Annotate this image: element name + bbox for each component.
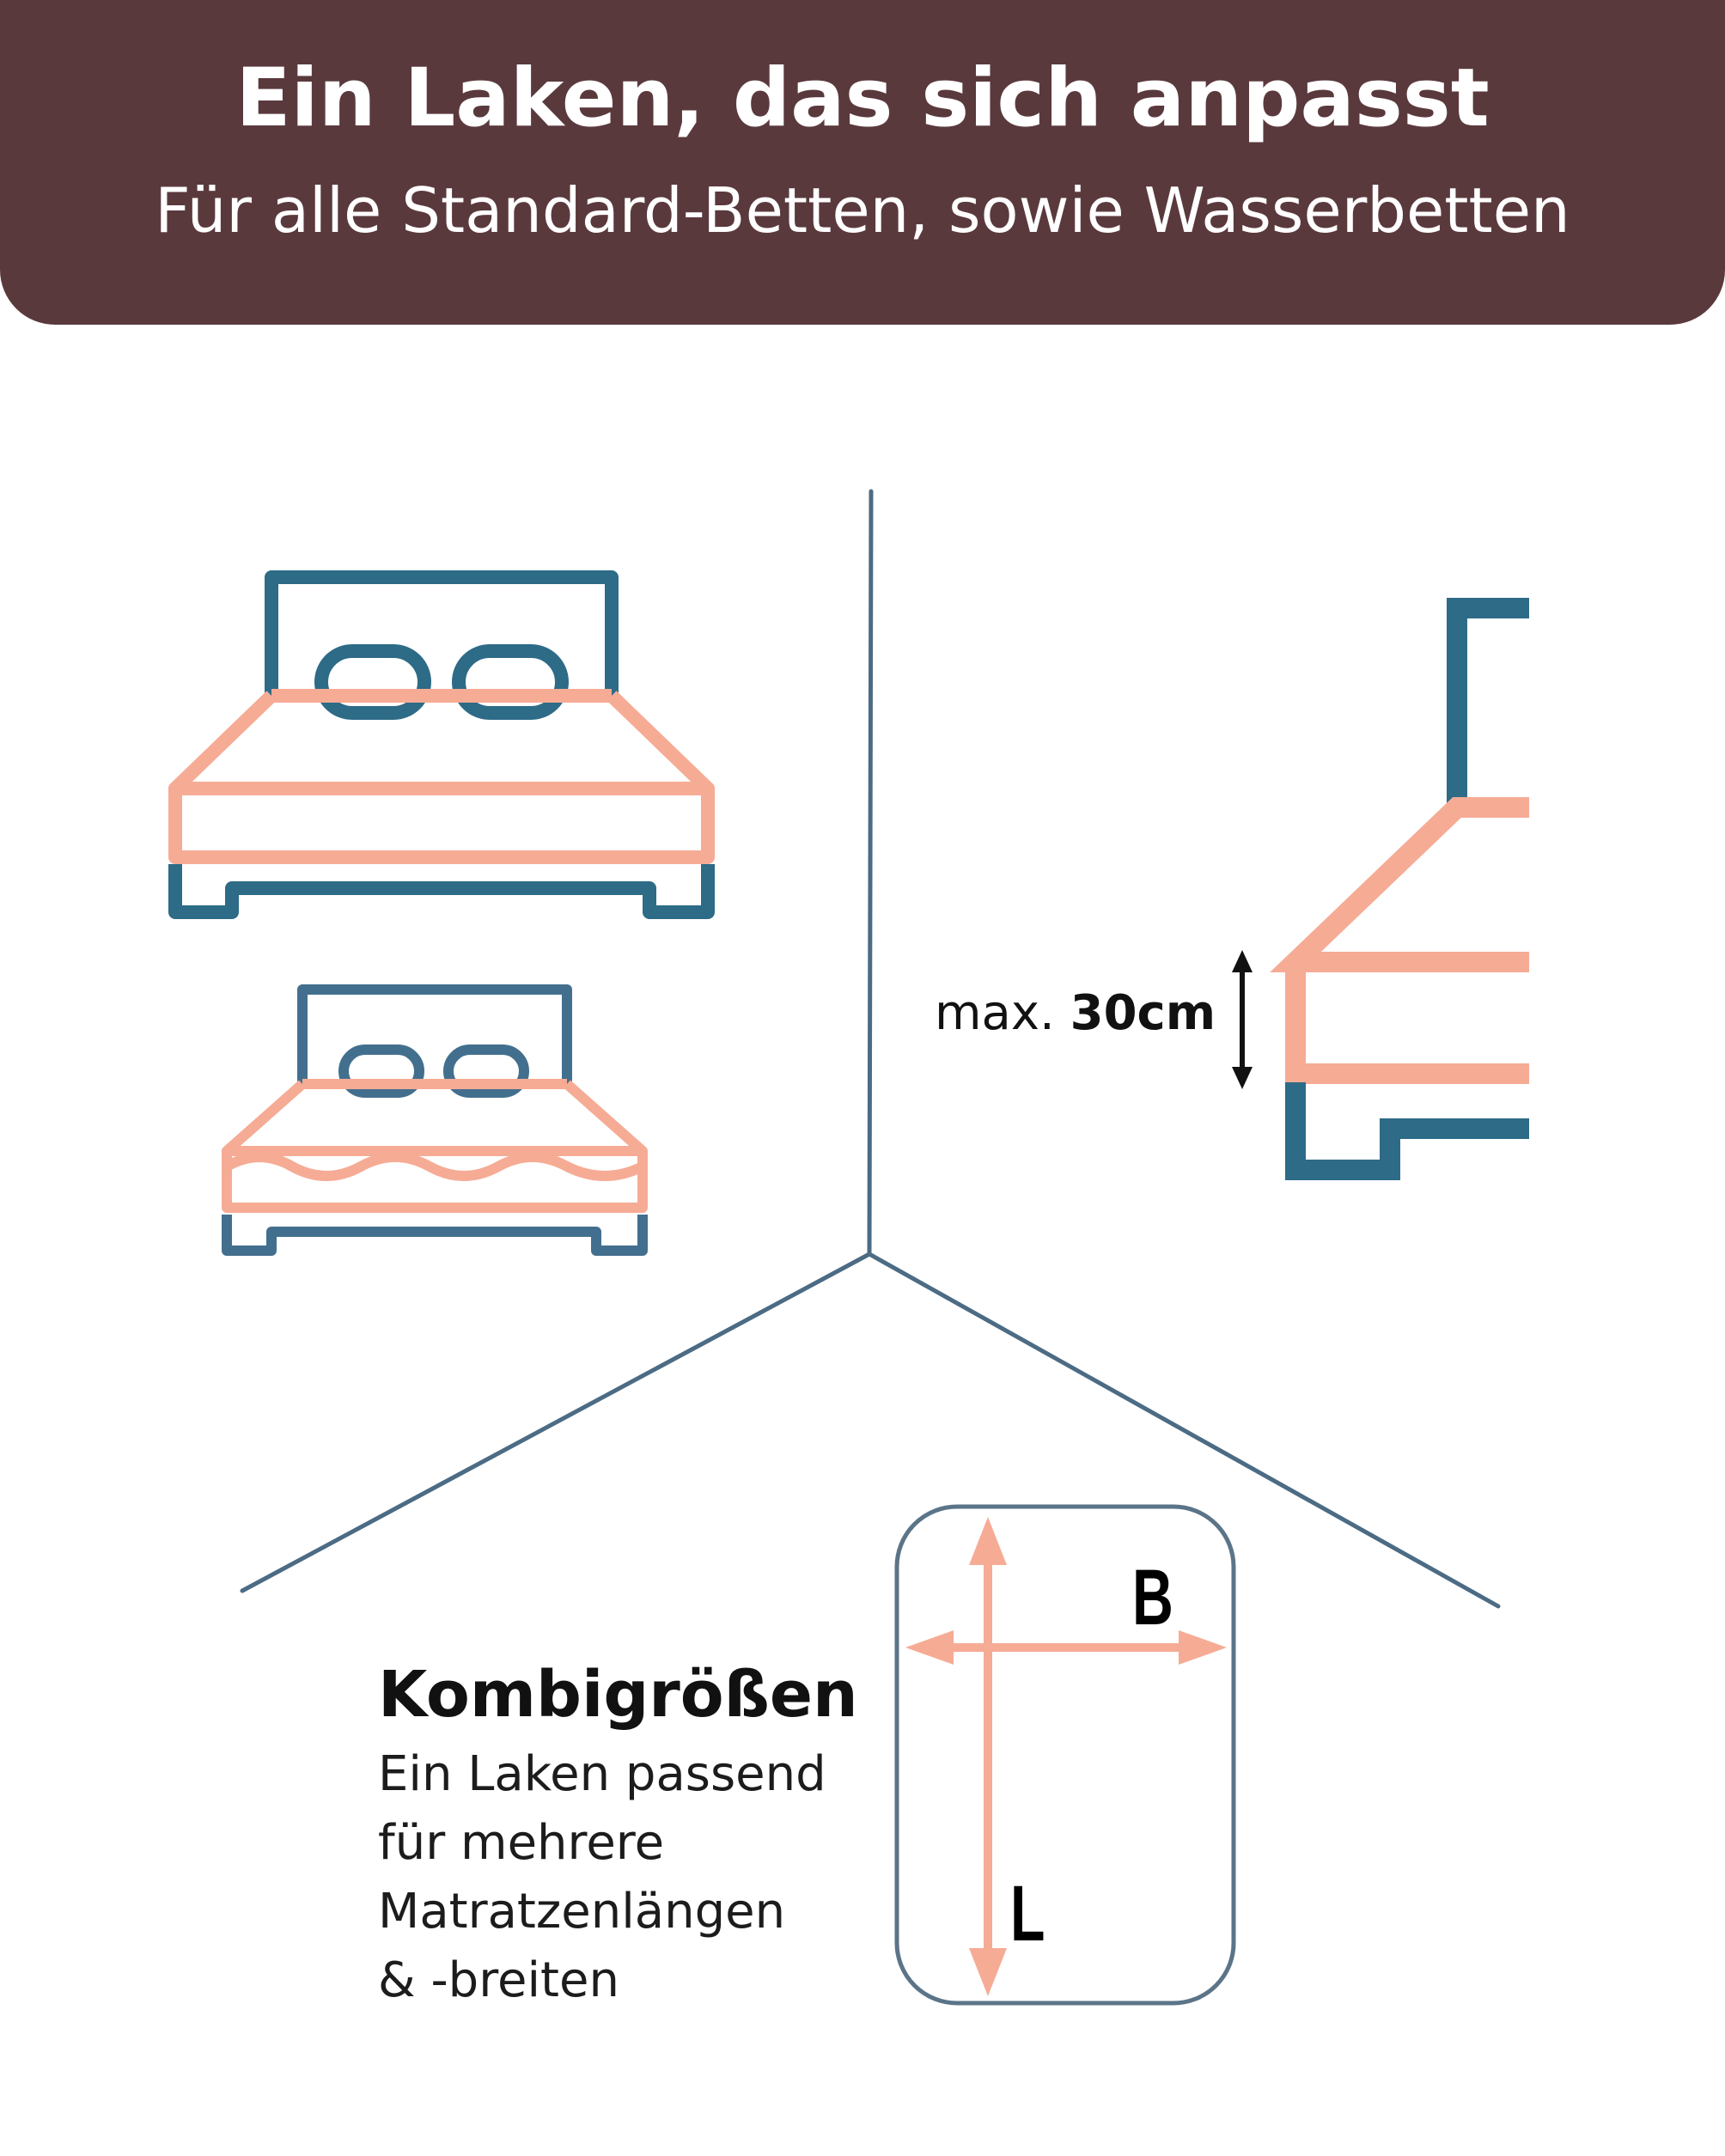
combo-line: für mehrere [378, 1815, 665, 1871]
combo-line: & -breiten [378, 1952, 619, 2008]
page-title: Ein Laken, das sich anpasst [235, 52, 1490, 145]
box-spring-bed-icon [1270, 598, 1529, 1180]
waterbed-icon [222, 984, 648, 1256]
height-arrow-icon [1232, 950, 1253, 1089]
divider-right [867, 1252, 1501, 1609]
combo-line: Ein Laken passend [378, 1746, 826, 1802]
double-bed-icon [168, 570, 715, 919]
max-height-label: max. 30cm [935, 986, 1216, 1041]
max-value: 30cm [1070, 985, 1216, 1041]
width-label: B [1132, 1554, 1173, 1641]
mattress-outline [894, 1504, 1236, 2006]
combo-line: Matratzenlängen [378, 1884, 786, 1940]
max-prefix: max. [935, 985, 1055, 1041]
header-banner: Ein Laken, das sich anpasst Für alle Sta… [0, 0, 1725, 325]
divider-vertical [867, 489, 874, 1257]
combo-title: Kombigrößen [378, 1658, 858, 1732]
page-subtitle: Für alle Standard-Betten, sowie Wasserbe… [155, 174, 1570, 247]
mattress-dimensions-icon [894, 1504, 1236, 2006]
section-dividers [240, 489, 1501, 1609]
length-label: L [1010, 1870, 1045, 1958]
divider-left [240, 1252, 872, 1593]
combo-description: Ein Laken passend für mehrere Matratzenl… [378, 1740, 826, 2015]
